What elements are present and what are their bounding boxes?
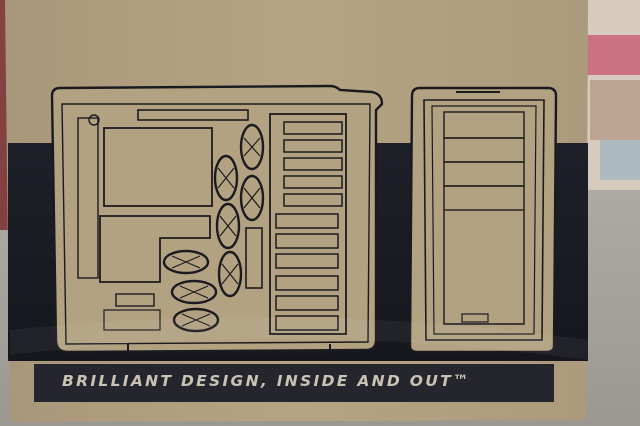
plastic-wrap-glare — [10, 317, 588, 360]
tagline-strip — [34, 364, 554, 402]
case-side-illustration — [50, 84, 384, 354]
background-item-brown — [590, 80, 640, 140]
background-item-pink — [585, 35, 640, 75]
tagline-text: BRILLIANT DESIGN, INSIDE AND OUT™ — [62, 372, 471, 390]
background-item-blue — [600, 140, 640, 180]
case-front-illustration — [408, 86, 558, 354]
